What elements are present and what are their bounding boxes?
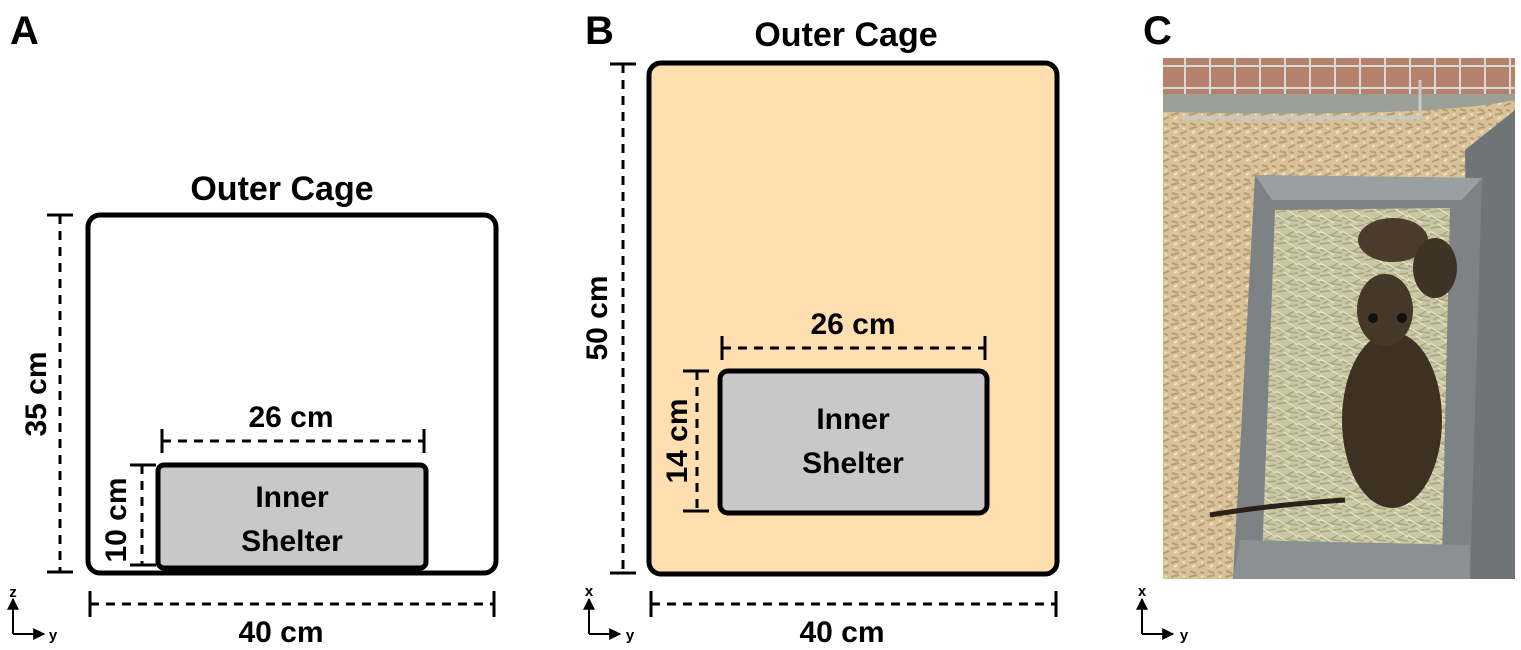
photo-degu-tail — [1209, 497, 1346, 518]
panel-a-width-dimension — [88, 591, 496, 617]
panel-b-inner-width-dimension — [720, 336, 987, 360]
panel-b-inner-shelter — [717, 368, 990, 516]
panel-a-outer-height-label: 35 cm — [20, 351, 53, 436]
panel-b-inner-label-line2: Shelter — [802, 447, 904, 480]
panel-a-inner-height-dimension — [130, 463, 156, 567]
panel-c-photo — [1163, 58, 1515, 579]
photo-cage-bars — [1163, 58, 1515, 94]
panel-b-letter: B — [585, 9, 614, 53]
panel-b-inner-label-line1: Inner — [816, 403, 890, 436]
panel-b-axis-x-label: x — [585, 583, 594, 600]
panel-b-height-dimension — [610, 62, 636, 575]
panel-a-outer-width-label: 40 cm — [238, 616, 323, 649]
panel-a-axis-y-label: y — [49, 627, 58, 644]
photo-pup — [1413, 238, 1457, 298]
panel-a-title: Outer Cage — [190, 170, 373, 208]
panel-a-letter: A — [10, 9, 39, 53]
photo-degu-head — [1357, 274, 1413, 346]
panel-b-outer-width-label: 40 cm — [799, 616, 884, 649]
panel-b-width-dimension — [649, 591, 1058, 617]
panel-c-letter: C — [1143, 9, 1172, 53]
photo-pup — [1358, 218, 1428, 262]
panel-b-axis-y-label: y — [626, 627, 635, 644]
panel-a-height-dimension — [47, 213, 73, 574]
panel-a-inner-label-line2: Shelter — [241, 525, 343, 558]
panel-b-axis-indicator — [583, 597, 622, 640]
panel-c-axis-x-label: x — [1138, 583, 1147, 600]
panel-b-inner-height-dimension — [683, 369, 709, 513]
panel-a-inner-shelter — [155, 462, 429, 571]
panel-a-inner-label-line1: Inner — [255, 481, 329, 514]
photo-degu-body — [1342, 332, 1442, 508]
panel-c-axis-y-label: y — [1180, 627, 1189, 644]
panel-a-inner-width-label: 26 cm — [248, 401, 333, 434]
panel-a-inner-width-dimension — [160, 429, 426, 453]
panel-b-outer-height-label: 50 cm — [581, 275, 614, 360]
panel-a-axis-z-label: z — [9, 584, 17, 601]
panel-a-axis-indicator — [6, 597, 46, 640]
panel-b-inner-height-label: 14 cm — [661, 398, 694, 483]
panel-b-inner-width-label: 26 cm — [810, 308, 895, 341]
panel-a: A Outer Cage Inner Shelter 35 cm 10 cm 2… — [6, 9, 499, 649]
panel-c-axis-indicator — [1136, 597, 1175, 640]
panel-b-title: Outer Cage — [754, 16, 937, 54]
panel-c: C — [1136, 9, 1515, 644]
panel-a-inner-height-label: 10 cm — [100, 477, 133, 562]
panel-b: B Outer Cage Inner Shelter 50 cm 14 cm 2… — [581, 9, 1060, 649]
